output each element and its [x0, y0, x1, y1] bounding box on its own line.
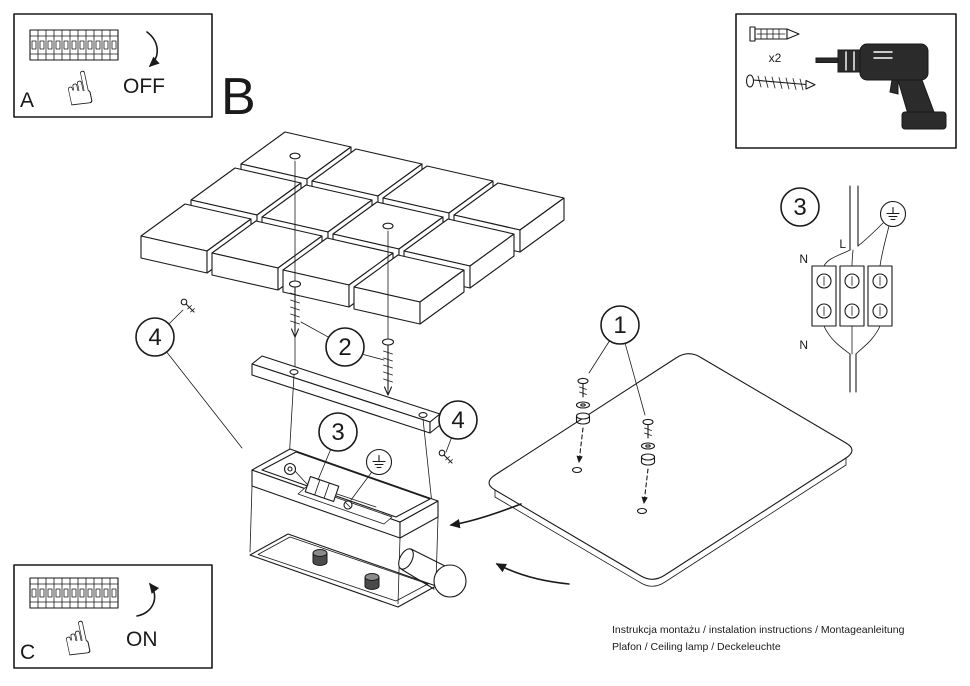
- spacer-cylinder: [312, 549, 328, 566]
- callout-leader-line: [624, 342, 646, 416]
- flip-up-arrow-icon: [136, 582, 160, 617]
- callout-leader-line: [362, 353, 385, 361]
- callout-4-right: 4: [438, 400, 478, 440]
- ceiling-cover-panel: [488, 353, 853, 587]
- wire-earth: [879, 225, 890, 267]
- on-label: ON: [126, 628, 158, 651]
- callout-4-left: 4: [135, 317, 175, 357]
- callout-number: 2: [338, 334, 351, 361]
- earth-ground-icon: [879, 200, 907, 228]
- neutral-label-bottom: N: [799, 338, 808, 352]
- wire-earth: [857, 222, 884, 247]
- callout-leader-line: [300, 321, 330, 338]
- lamp-housing: [251, 448, 439, 539]
- hardware-tools-panel: x2: [735, 13, 957, 149]
- assembly-arrow: [449, 503, 522, 529]
- callout-3-wiring: 3: [780, 187, 820, 227]
- panel-edge-thickness: [494, 464, 847, 587]
- off-label: OFF: [123, 75, 165, 98]
- callout-2: 2: [325, 327, 365, 367]
- drill-icon: [815, 43, 947, 130]
- ground-screw: [343, 500, 353, 510]
- step-b-letter: B: [221, 68, 256, 126]
- callout-number: 1: [613, 312, 626, 339]
- wire-neutral: [823, 325, 851, 355]
- lamp-bulb: [398, 548, 467, 598]
- callout-leader-line: [350, 471, 373, 501]
- callout-leader-line: [166, 351, 243, 449]
- callout-leader-line: [168, 309, 184, 325]
- earth-ground-icon: [365, 448, 393, 476]
- drill-hole-marker: [289, 152, 301, 160]
- callout-3-main: 3: [318, 412, 358, 452]
- terminal-block: [811, 265, 893, 327]
- alignment-guide-line: [422, 418, 433, 505]
- wire-live: [851, 249, 854, 267]
- panel-c-letter: C: [20, 641, 35, 664]
- callout-number: 4: [451, 407, 464, 434]
- wire: [336, 493, 377, 508]
- terminal-block-small: [304, 476, 340, 502]
- callout-1: 1: [600, 305, 640, 345]
- drill-hole-marker: [382, 222, 394, 230]
- plug-quantity-label: x2: [769, 51, 782, 65]
- live-label: L: [839, 237, 846, 251]
- callout-number: 4: [148, 324, 161, 351]
- wire-earth: [855, 325, 881, 355]
- panel-a-letter: A: [20, 89, 34, 112]
- wiring-diagram: 3 N L N: [780, 185, 907, 393]
- wire-neutral: [823, 249, 851, 267]
- screw-icon: [745, 74, 816, 91]
- bracket-hole: [289, 369, 299, 375]
- spacer-cylinder: [364, 573, 380, 590]
- cable-gland: [283, 462, 297, 476]
- circuit-breaker-strip-icon: [29, 29, 119, 61]
- panel-screw-hole: [571, 466, 583, 474]
- wall-plug-icon: [749, 26, 800, 42]
- panel-screw-hole: [636, 507, 648, 515]
- power-off-step-panel: ☝ OFF A: [13, 13, 213, 118]
- assembly-arrow: [495, 563, 570, 585]
- callout-number: 3: [331, 419, 344, 446]
- mounting-bracket: [251, 355, 441, 434]
- flip-down-arrow-icon: [146, 31, 160, 68]
- callout-leader-line: [317, 449, 332, 481]
- ceiling-tile-slab: [140, 131, 565, 325]
- footer-product-line: Plafon / Ceiling lamp / Deckeleuchte: [612, 641, 781, 653]
- circuit-breaker-strip-icon: [29, 577, 119, 609]
- neutral-label-top: N: [799, 252, 808, 266]
- power-on-step-panel: ☝ ON C: [13, 564, 213, 669]
- wire: [295, 471, 309, 486]
- bracket-hole: [418, 412, 428, 418]
- callout-number: 3: [793, 194, 806, 221]
- callout-leader-line: [588, 340, 610, 374]
- alignment-guide-line: [288, 374, 295, 462]
- callout-leader-line: [445, 437, 452, 453]
- footer-instructions-line: Instrukcja montażu / instalation instruc…: [612, 624, 905, 636]
